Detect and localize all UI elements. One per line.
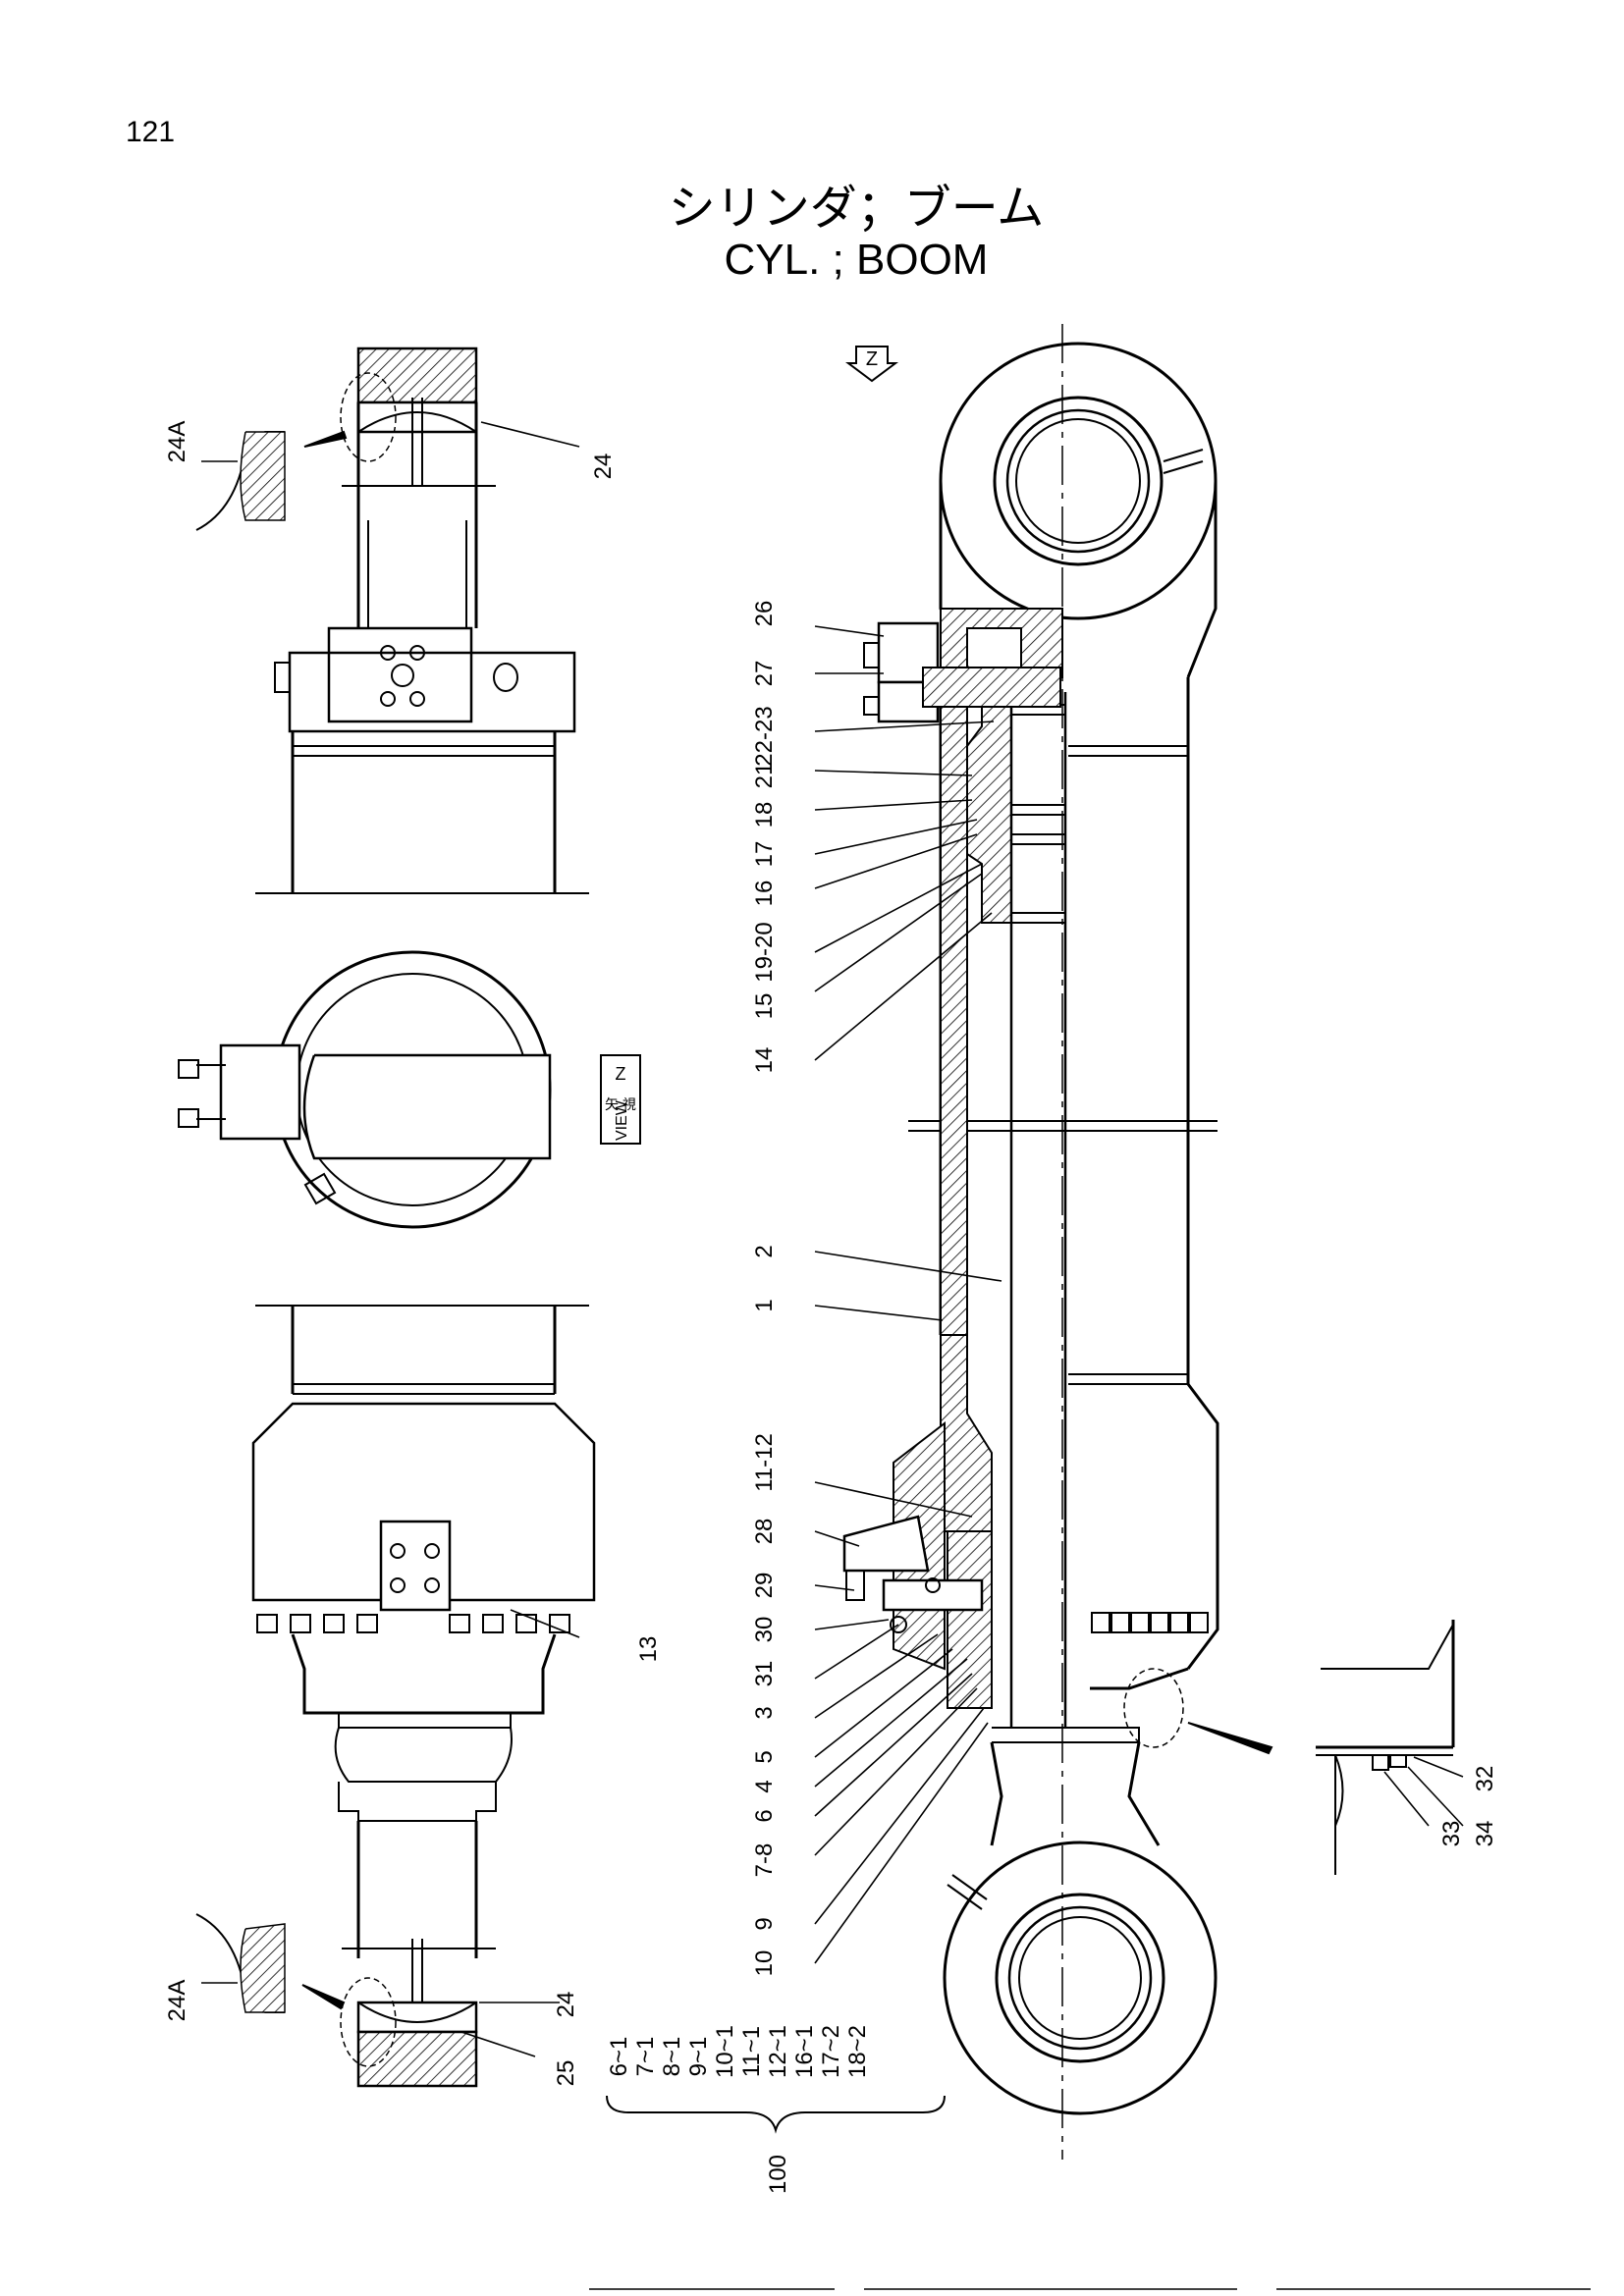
callout-7-8: 7-8 — [751, 1843, 778, 1878]
callout-25: 25 — [553, 2060, 579, 2087]
kit-item-4: 9~1 — [685, 2037, 712, 2077]
kit-number: 100 — [765, 2155, 791, 2194]
callout-5: 5 — [751, 1750, 778, 1763]
title-english: CYL. ; BOOM — [724, 236, 989, 284]
callout-19-20: 19-20 — [751, 922, 778, 982]
kit-item-6: 11~1 — [738, 2026, 765, 2077]
callout-32: 32 — [1472, 1766, 1498, 1792]
pipe-block-top — [863, 621, 1061, 723]
callout-28: 28 — [751, 1519, 778, 1545]
callouts-main: 26 27 22-23 21 18 17 16 19-20 15 14 2 1 … — [751, 601, 778, 1977]
head-end-view — [255, 347, 589, 894]
callout-4: 4 — [751, 1780, 778, 1792]
kit-item-2: 7~1 — [632, 2037, 659, 2077]
callout-11-12: 11-12 — [751, 1433, 778, 1492]
view-label-japanese: 矢 視 — [605, 1096, 636, 1112]
kit-item-10: 18~2 — [844, 2025, 871, 2078]
callout-34: 34 — [1472, 1821, 1498, 1847]
callout-24-bottom: 24 — [553, 1992, 579, 2018]
callout-21: 21 — [751, 763, 778, 789]
callout-27: 27 — [751, 661, 778, 687]
callout-15: 15 — [751, 993, 778, 1020]
callout-26: 26 — [751, 601, 778, 627]
callout-22-23: 22-23 — [751, 706, 778, 766]
view-z-arrow: Z — [845, 346, 898, 383]
callout-1: 1 — [751, 1299, 778, 1311]
kit-item-1: 6~1 — [606, 2037, 632, 2077]
title-japanese: シリンダ；ブーム — [668, 181, 1045, 236]
callout-31: 31 — [751, 1661, 778, 1687]
callout-24-top: 24 — [590, 454, 617, 480]
callout-9: 9 — [751, 1917, 778, 1930]
callout-leaders-main — [814, 625, 1002, 1964]
bolt-detail-view: 32 34 33 — [1316, 1620, 1498, 1875]
kit-item-3: 8~1 — [659, 2037, 685, 2077]
piston-rod — [1009, 692, 1067, 1728]
callout-24A-top: 24A — [164, 421, 190, 463]
rod-end-bolts — [256, 1614, 570, 1633]
callout-16: 16 — [751, 881, 778, 907]
callout-18: 18 — [751, 802, 778, 828]
main-cylinder-section: Z — [842, 324, 1273, 2160]
callout-3: 3 — [751, 1706, 778, 1719]
pipe-block-bottom — [842, 1515, 984, 1633]
view-marker: Z — [866, 348, 878, 370]
callout-30: 30 — [751, 1617, 778, 1643]
kit-item-9: 17~2 — [818, 2025, 844, 2078]
top-eye — [939, 342, 1218, 620]
view-label-letter: Z — [616, 1064, 626, 1084]
kit-item-8: 16~1 — [791, 2025, 818, 2078]
view-label-english: VIEW — [614, 1099, 630, 1141]
callout-6: 6 — [751, 1809, 778, 1822]
flange-bolts — [1091, 1612, 1209, 1633]
callout-33: 33 — [1438, 1821, 1465, 1847]
callout-13: 13 — [635, 1636, 662, 1663]
view-z-section: Z 矢 視 VIEW — [178, 950, 641, 1229]
callout-17: 17 — [751, 841, 778, 868]
callout-29: 29 — [751, 1573, 778, 1599]
callout-2: 2 — [751, 1245, 778, 1257]
kit-item-7: 12~1 — [765, 2025, 791, 2078]
page-number: 121 — [126, 116, 176, 148]
bottom-eye — [943, 1841, 1218, 2115]
callout-10: 10 — [751, 1950, 778, 1977]
view-label: Z 矢 視 VIEW — [600, 1054, 641, 1145]
callout-14: 14 — [751, 1047, 778, 1074]
kit-item-5: 10~1 — [712, 2025, 738, 2078]
weld-detail-bottom: 24A — [164, 1913, 286, 2022]
seal-kit-list: 6~1 7~1 8~1 9~1 10~1 11~1 12~1 16~1 17~2… — [606, 2025, 946, 2194]
rod-end-view: 13 24 25 — [251, 1305, 662, 2088]
callout-24A-bottom: 24A — [164, 1980, 190, 2022]
weld-detail-top: 24A 24 — [164, 421, 617, 531]
